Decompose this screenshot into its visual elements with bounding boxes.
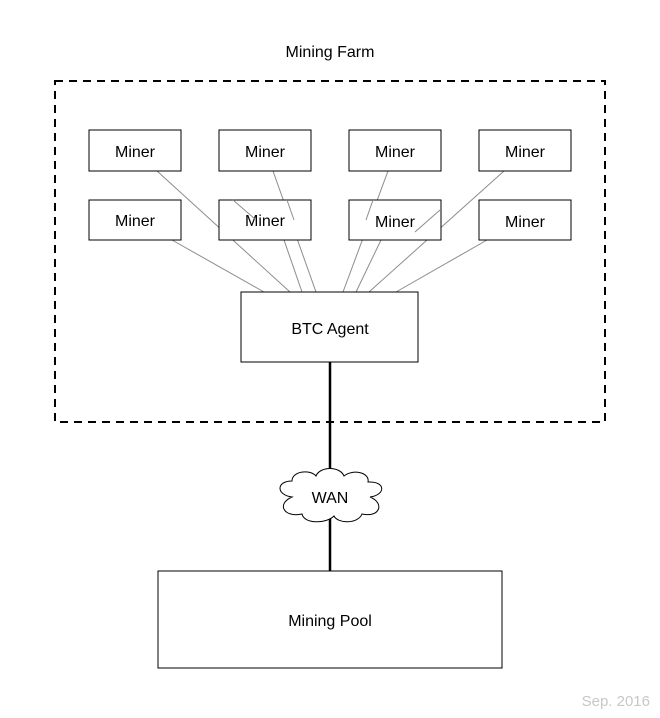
mining-pool-label: Mining Pool <box>288 613 372 630</box>
connector-overlays <box>232 199 441 233</box>
connector-overlay <box>286 199 295 221</box>
btc-agent-label: BTC Agent <box>291 321 369 338</box>
miner-node: Miner <box>348 129 442 172</box>
miner-label: Miner <box>245 144 286 161</box>
btc-agent-node: BTC Agent <box>240 291 419 363</box>
connector-overlay <box>232 199 256 220</box>
miner-node: Miner <box>478 199 572 241</box>
miner-label: Miner <box>505 144 546 161</box>
miner-box <box>348 129 442 172</box>
miner-node: Miner <box>478 129 572 172</box>
miner-node: Miner <box>88 199 182 241</box>
miner-box <box>88 199 182 241</box>
cloud-icon <box>279 468 383 523</box>
farm-title: Mining Farm <box>286 44 375 61</box>
connector-miner-8 <box>395 239 488 293</box>
miner-label: Miner <box>505 214 546 231</box>
connector-miner-7 <box>355 239 382 293</box>
miner-label: Miner <box>375 144 416 161</box>
miner-node: Miner <box>88 129 182 172</box>
miner-box <box>348 199 442 241</box>
wan-cloud: WAN <box>279 468 383 523</box>
miner-label: Miner <box>115 213 156 230</box>
date-note: Sep. 2016 <box>582 693 650 710</box>
miner-node: Miner <box>218 199 312 241</box>
miner-connectors <box>156 170 505 293</box>
wan-label: WAN <box>312 490 349 507</box>
miner-node: Miner <box>218 129 312 172</box>
miner-node: Miner <box>348 199 442 241</box>
connector-overlay <box>365 199 374 221</box>
miner-label: Miner <box>245 213 286 230</box>
connector-miner-6 <box>283 239 303 293</box>
miner-box <box>88 129 182 172</box>
miner-box <box>478 129 572 172</box>
miner-box <box>218 199 312 241</box>
miner-label: Miner <box>115 144 156 161</box>
connector-overlay <box>414 209 441 233</box>
mining-pool-box <box>157 570 503 669</box>
mining-pool-node: Mining Pool <box>157 570 503 669</box>
miner-label: Miner <box>375 214 416 231</box>
miner-box <box>218 129 312 172</box>
connector-miner-5 <box>171 239 265 293</box>
miner-box <box>478 199 572 241</box>
